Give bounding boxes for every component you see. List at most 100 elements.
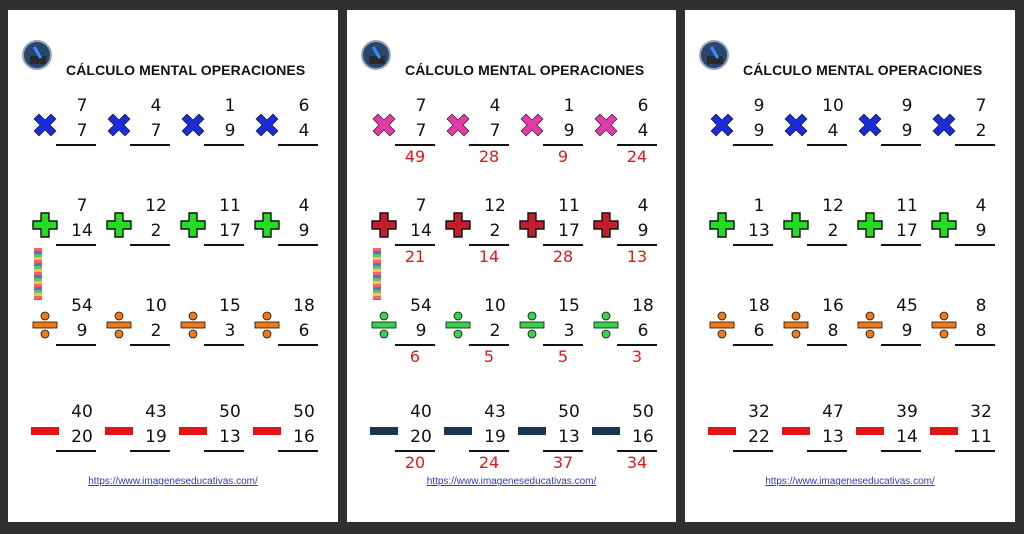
times-icon [30, 110, 60, 140]
operand-top: 7 [415, 196, 427, 216]
answer-line [469, 244, 509, 246]
answer-line [204, 450, 244, 452]
answer-line [881, 344, 921, 346]
answer-line [807, 144, 847, 146]
minus-icon [855, 416, 885, 446]
operand-bottom: 13 [748, 221, 770, 241]
plus-icon [252, 210, 282, 240]
operand-top: 15 [219, 296, 241, 316]
operand-top: 9 [901, 96, 913, 116]
operand-bottom: 11 [970, 427, 992, 447]
plus-icon [855, 210, 885, 240]
operand-top: 32 [970, 402, 992, 422]
answer-line [469, 450, 509, 452]
operand-bottom: 8 [827, 321, 839, 341]
source-link[interactable]: https://www.imageneseducativas.com/ [88, 476, 258, 487]
answer-value: 6 [409, 347, 421, 366]
operand-top: 39 [896, 402, 918, 422]
operand-bottom: 6 [753, 321, 765, 341]
answer-line [395, 450, 435, 452]
divide-icon [30, 310, 60, 340]
times-icon [517, 110, 547, 140]
operand-bottom: 22 [748, 427, 770, 447]
plus-icon [30, 210, 60, 240]
operand-bottom: 2 [975, 121, 987, 141]
operand-bottom: 17 [896, 221, 918, 241]
operand-bottom: 20 [410, 427, 432, 447]
operand-top: 15 [558, 296, 580, 316]
operand-bottom: 9 [901, 121, 913, 141]
divide-icon [591, 310, 621, 340]
answer-line [617, 450, 657, 452]
operand-top: 12 [484, 196, 506, 216]
divide-icon [517, 310, 547, 340]
times-icon [855, 110, 885, 140]
source-link[interactable]: https://www.imageneseducativas.com/ [765, 476, 935, 487]
times-icon [178, 110, 208, 140]
answer-line [617, 344, 657, 346]
operand-top: 6 [298, 96, 310, 116]
operand-top: 8 [975, 296, 987, 316]
operand-top: 12 [822, 196, 844, 216]
operand-top: 18 [632, 296, 654, 316]
times-icon [929, 110, 959, 140]
answer-value: 9 [557, 147, 569, 166]
operand-top: 11 [896, 196, 918, 216]
plus-icon [517, 210, 547, 240]
operand-bottom: 19 [145, 427, 167, 447]
plus-icon [369, 210, 399, 240]
answer-line [733, 344, 773, 346]
operand-bottom: 16 [293, 427, 315, 447]
operand-top: 43 [484, 402, 506, 422]
operand-top: 7 [415, 96, 427, 116]
operand-top: 1 [753, 196, 765, 216]
answer-line [278, 344, 318, 346]
operand-bottom: 2 [489, 321, 501, 341]
answer-value: 3 [631, 347, 643, 366]
source-link[interactable]: https://www.imageneseducativas.com/ [426, 476, 597, 487]
minus-icon [178, 416, 208, 446]
answer-line [543, 244, 583, 246]
operand-top: 40 [71, 402, 93, 422]
answer-value: 49 [404, 147, 426, 166]
answer-line [617, 244, 657, 246]
plus-icon [591, 210, 621, 240]
operand-top: 1 [224, 96, 236, 116]
answer-line [807, 450, 847, 452]
answer-line [204, 244, 244, 246]
operand-bottom: 7 [489, 121, 501, 141]
answer-line [469, 344, 509, 346]
minus-icon [517, 416, 547, 446]
operand-top: 4 [150, 96, 162, 116]
answer-line [56, 344, 96, 346]
operand-top: 7 [975, 96, 987, 116]
operand-bottom: 20 [71, 427, 93, 447]
operand-top: 4 [489, 96, 501, 116]
times-icon [707, 110, 737, 140]
operand-bottom: 9 [901, 321, 913, 341]
operand-top: 10 [822, 96, 844, 116]
operand-bottom: 17 [219, 221, 241, 241]
operand-bottom: 4 [637, 121, 649, 141]
operand-bottom: 9 [415, 321, 427, 341]
